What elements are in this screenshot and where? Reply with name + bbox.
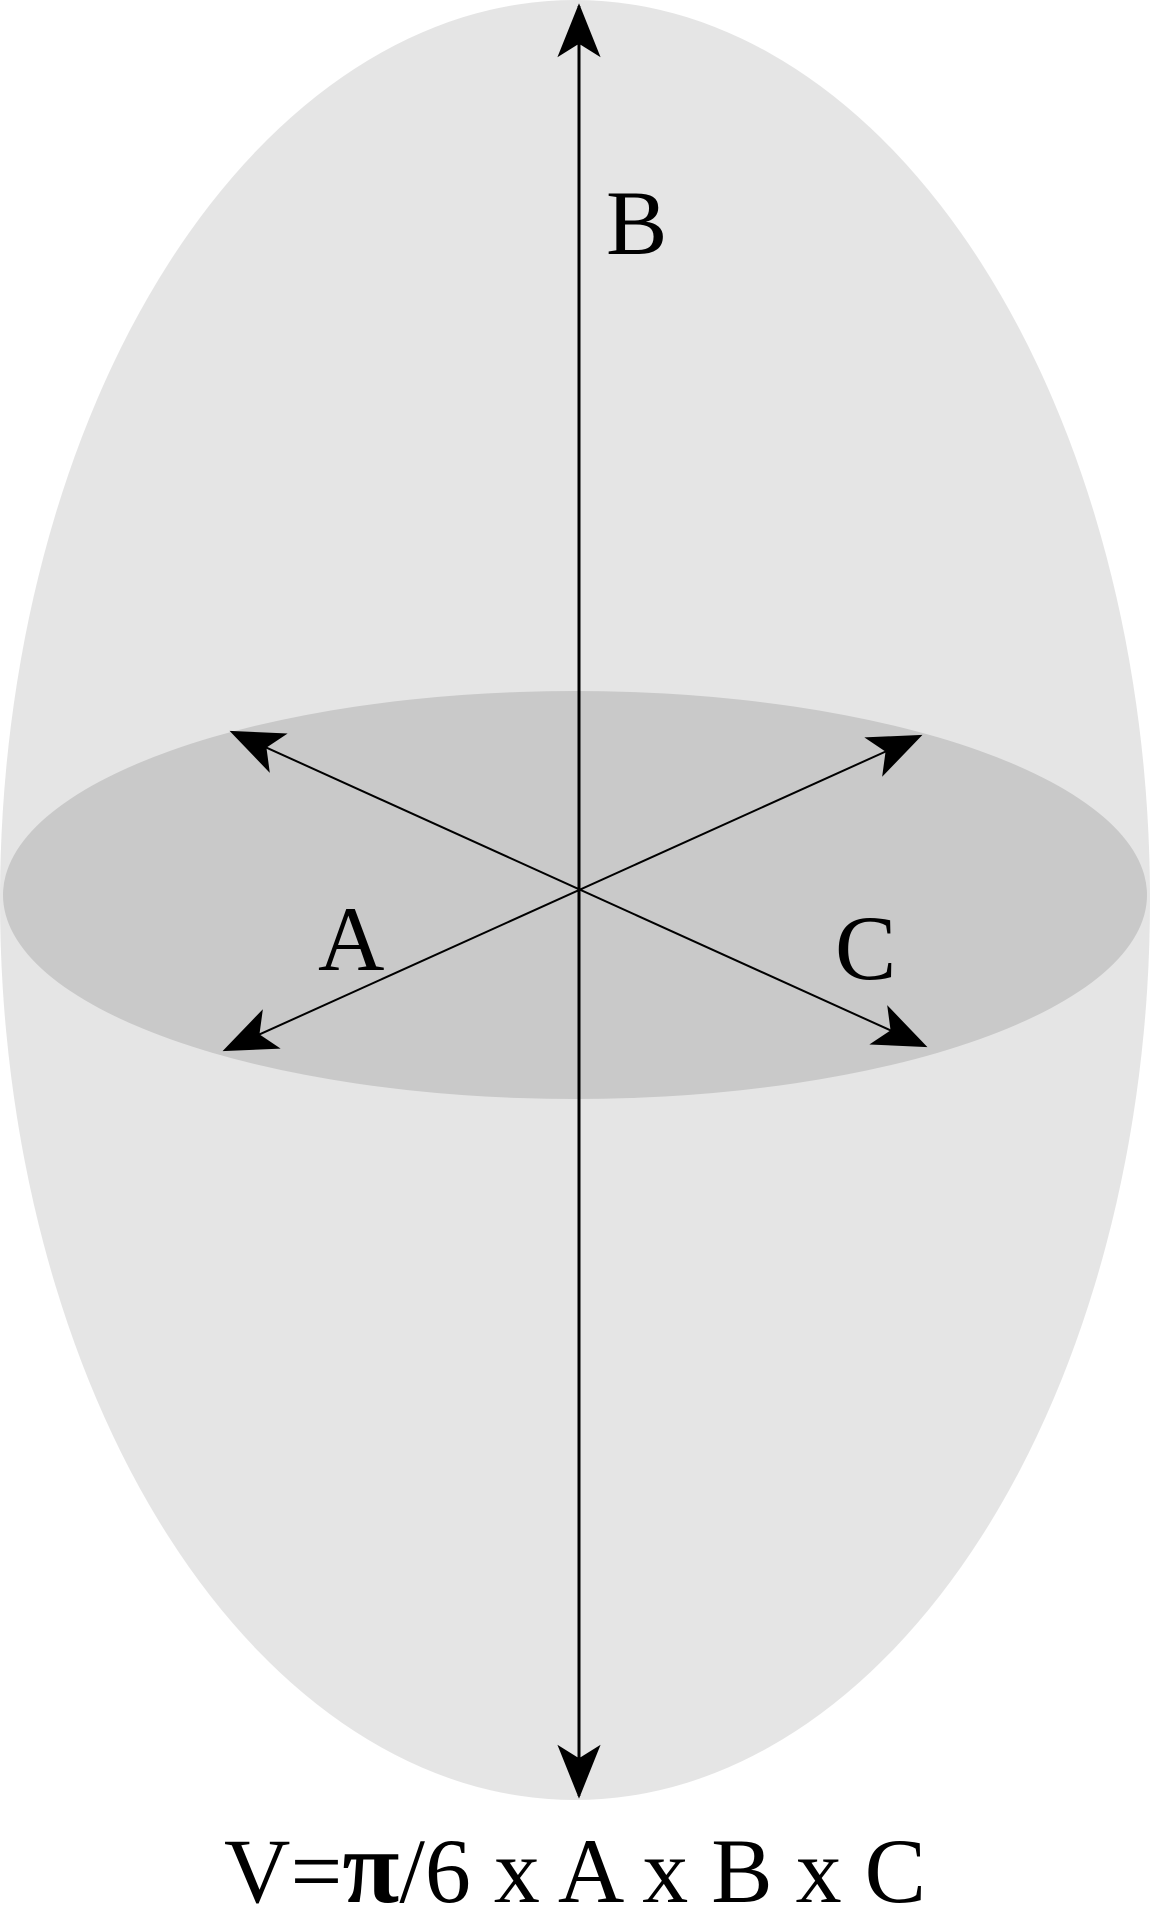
formula-prefix: V= — [224, 1820, 342, 1913]
axis-c-line — [229, 730, 928, 1048]
axis-label-a: A — [318, 888, 384, 990]
equatorial-disc — [3, 691, 1147, 1099]
formula-pi: π — [342, 1810, 399, 1913]
volume-formula: V=π/6 x A x B x C — [224, 1810, 926, 1913]
axis-label-c: C — [835, 897, 896, 999]
axis-label-b: B — [606, 172, 667, 274]
formula-suffix: /6 x A x B x C — [399, 1820, 926, 1913]
